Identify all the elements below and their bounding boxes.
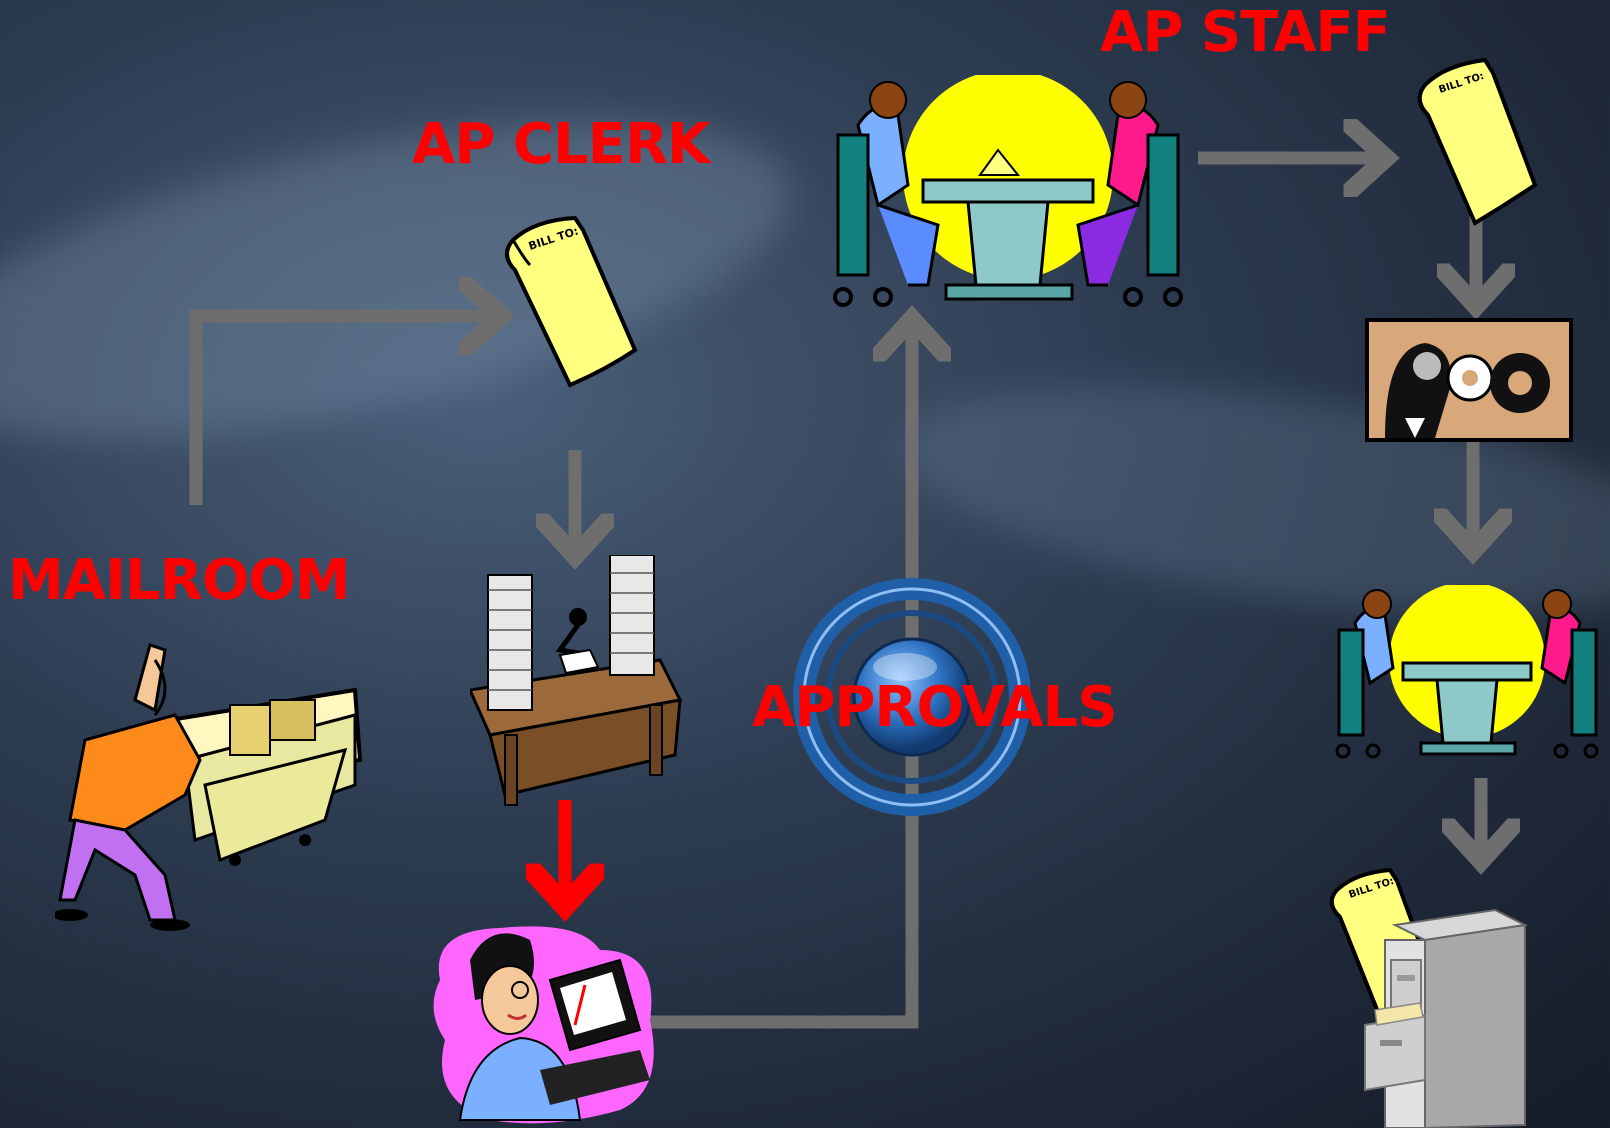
ap-clerk-label: AP CLERK <box>412 112 710 177</box>
woman-at-computer-icon <box>433 926 654 1124</box>
invoice-icon: BILL TO: <box>1417 57 1538 226</box>
paper-stacks-desk-icon <box>470 555 683 806</box>
ap-staff-label: AP STAFF <box>1100 0 1391 65</box>
arrow-computer-to-approvals <box>580 320 912 1029</box>
mail-cart-person-icon <box>55 643 363 931</box>
filing-cabinet-icon: BILL TO: <box>1329 867 1529 1128</box>
mailroom-label: MAILROOM <box>8 548 351 613</box>
approval-cycle-icon <box>793 578 1031 816</box>
meeting-table-icon <box>1335 585 1599 759</box>
invoice-icon: BILL TO: <box>505 215 638 388</box>
meeting-table-icon <box>833 75 1183 307</box>
arrow-mailroom-to-clerk <box>189 316 500 505</box>
approvals-label: APPROVALS <box>752 675 1118 740</box>
robot-gears-icon <box>1365 318 1573 442</box>
